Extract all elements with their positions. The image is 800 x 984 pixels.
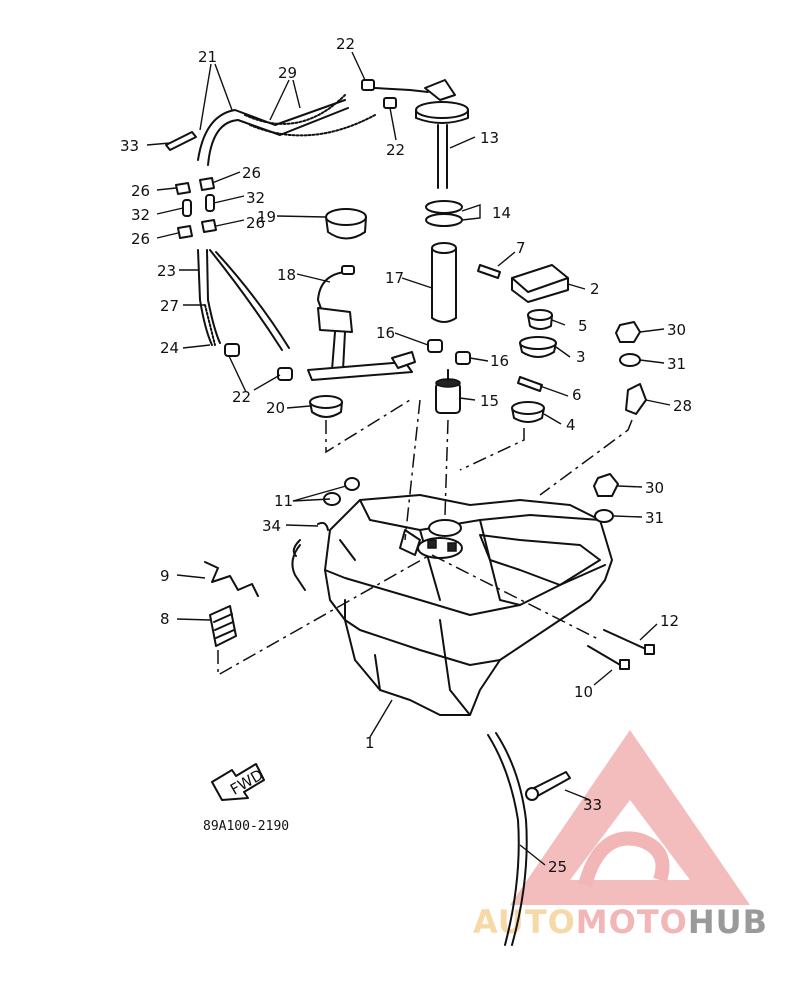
callout-17: 17 <box>385 269 404 287</box>
callout-18: 18 <box>277 266 296 284</box>
watermark-moto: MOTO <box>576 903 688 941</box>
callout-3: 3 <box>576 348 586 366</box>
callout-26-d: 26 <box>246 214 265 232</box>
breather-hose <box>291 544 306 591</box>
callout-28: 28 <box>673 397 692 415</box>
watermark-text: AUTOMOTOHUB <box>473 903 768 941</box>
callout-30-bottom: 30 <box>645 479 664 497</box>
assembly-lines <box>217 399 633 677</box>
drain-hose-25 <box>487 732 528 946</box>
callout-31-top: 31 <box>667 355 686 373</box>
grommets-11 <box>323 477 360 506</box>
bolt-10 <box>587 645 630 670</box>
callout-23: 23 <box>157 262 176 280</box>
grommet-19 <box>325 208 367 240</box>
callout-27: 27 <box>160 297 179 315</box>
callout-32-b: 32 <box>246 189 265 207</box>
callout-5: 5 <box>578 317 588 335</box>
callout-8: 8 <box>160 610 170 628</box>
clamp-24-22 <box>224 343 293 381</box>
callout-24: 24 <box>160 339 179 357</box>
fuel-tank <box>324 494 613 716</box>
tank-pump-mount <box>399 519 463 559</box>
washer-31-bottom <box>594 509 614 523</box>
callout-22-top: 22 <box>336 35 355 53</box>
callout-10: 10 <box>574 683 593 701</box>
clamps-16 <box>427 339 471 365</box>
watermark-hub: HUB <box>688 903 768 941</box>
callout-22-bottom: 22 <box>232 388 251 406</box>
bolt-12 <box>603 629 655 655</box>
hose-23-27 <box>197 249 290 351</box>
clip-34 <box>292 521 329 557</box>
callout-15: 15 <box>480 392 499 410</box>
fuel-sender-13 <box>415 79 469 189</box>
callout-21: 21 <box>198 48 217 66</box>
fwd-arrow: FWD <box>211 763 266 801</box>
callout-7: 7 <box>516 239 526 257</box>
clamp-22-top <box>361 79 429 109</box>
drawing-code: 89A100-2190 <box>203 819 289 834</box>
corrugated-hose-29 <box>244 94 376 137</box>
callout-9: 9 <box>160 567 170 585</box>
callout-13: 13 <box>480 129 499 147</box>
callout-30-top: 30 <box>667 321 686 339</box>
callout-6: 6 <box>572 386 582 404</box>
screw-33-top <box>165 131 197 151</box>
hose-21 <box>197 99 349 166</box>
callout-33-top: 33 <box>120 137 139 155</box>
watermark-auto: AUTO <box>473 903 576 941</box>
callout-32-a: 32 <box>131 206 150 224</box>
callout-4: 4 <box>566 416 576 434</box>
clip-9 <box>204 561 259 597</box>
damper-5 <box>527 309 553 330</box>
callout-16-right: 16 <box>490 352 509 370</box>
callout-25: 25 <box>548 858 567 876</box>
cover-8 <box>209 605 237 647</box>
callout-26-c: 26 <box>131 230 150 248</box>
grommet-20 <box>309 395 343 418</box>
callout-22-mid: 22 <box>386 141 405 159</box>
fuel-pump-15 <box>435 369 461 414</box>
damper-3 <box>519 336 557 358</box>
callout-2: 2 <box>590 280 600 298</box>
filter-pipe-17 <box>431 242 457 323</box>
callout-12: 12 <box>660 612 679 630</box>
watermark-triangle <box>510 730 750 905</box>
bracket-2 <box>511 264 569 303</box>
nut-30-bottom <box>593 473 619 497</box>
callouts: 1 2 3 4 5 6 7 8 9 10 11 12 13 14 15 16 1… <box>120 35 692 876</box>
callout-33-bottom: 33 <box>583 796 602 814</box>
pin-7 <box>477 264 501 279</box>
callout-1: 1 <box>365 734 375 752</box>
callout-20: 20 <box>266 399 285 417</box>
callout-26-a: 26 <box>131 182 150 200</box>
gasket-14 <box>425 200 463 227</box>
screw-33-bottom <box>525 771 571 801</box>
callout-26-b: 26 <box>242 164 261 182</box>
bracket-28 <box>625 383 647 415</box>
watermark-inner-arc <box>578 831 670 887</box>
callout-19: 19 <box>257 208 276 226</box>
grommet-4 <box>511 401 545 423</box>
callout-31-bottom: 31 <box>645 509 664 527</box>
callout-14: 14 <box>492 204 511 222</box>
washer-31-top <box>619 353 641 367</box>
callout-11: 11 <box>274 492 293 510</box>
callout-16-left: 16 <box>376 324 395 342</box>
callout-29: 29 <box>278 64 297 82</box>
nut-30-top <box>615 321 641 343</box>
leader-lines <box>146 51 671 866</box>
pin-6 <box>517 376 543 392</box>
fuel-level-sender-18 <box>307 265 416 381</box>
callout-34: 34 <box>262 517 281 535</box>
automotohub-watermark: AUTOMOTOHUB <box>473 730 768 941</box>
